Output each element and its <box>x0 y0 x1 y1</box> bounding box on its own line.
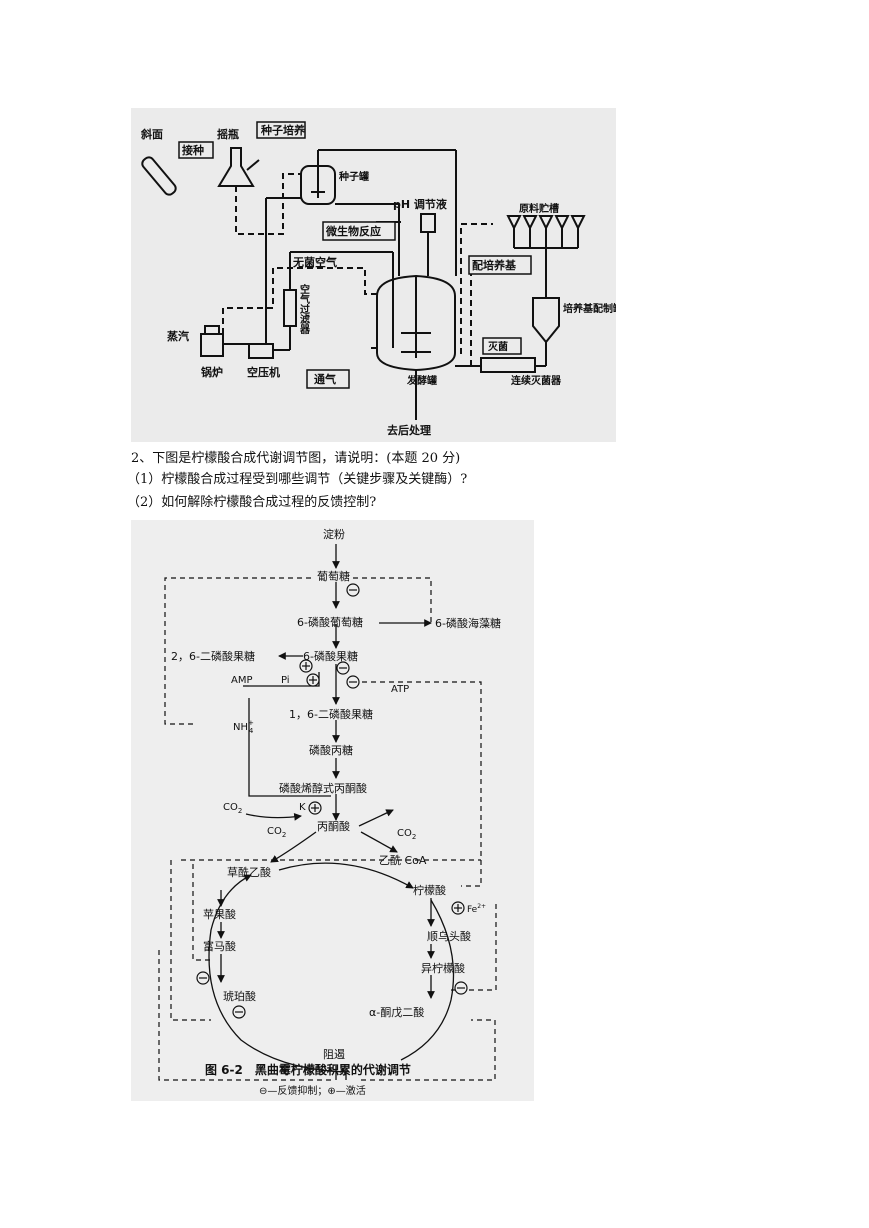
node-g6p: 6-磷酸葡萄糖 <box>297 615 363 629</box>
prep-medium-box <box>468 255 532 275</box>
question-title: 2、下图是柠檬酸合成代谢调节图，请说明：(本题 20 分) <box>131 451 461 466</box>
seed-culture-box <box>256 121 306 139</box>
label-flask: 摇瓶 <box>217 127 239 141</box>
fermentation-process-diagram: 斜面 摇瓶 接种 种子培养 种子罐 pH 调节液 原料贮槽 微生物反应 无菌空气… <box>140 121 623 437</box>
label-boiler: 锅炉 <box>201 365 223 379</box>
figure-legend: ⊖—反馈抑制；⊕—激活 <box>259 1084 366 1097</box>
node-malate: 苹果酸 <box>203 907 236 921</box>
ph-tank-icon <box>420 213 436 233</box>
label-seed-culture: 种子培养 <box>260 123 306 137</box>
node-co2-a: CO2 <box>223 802 242 815</box>
label-post-process: 去后处理 <box>387 423 431 437</box>
label-cont-sterilizer: 连续灭菌器 <box>511 374 562 387</box>
fermenter-tank-icon <box>376 274 456 372</box>
node-aconitate: 顺乌头酸 <box>427 929 471 943</box>
node-co2-c: CO2 <box>397 828 416 841</box>
node-starch: 淀粉 <box>323 527 345 541</box>
label-microbe-reaction: 微生物反应 <box>325 224 381 238</box>
node-atp: ATP <box>391 684 409 695</box>
node-f6p: 6-磷酸果糖 <box>303 649 358 663</box>
flask-icon <box>217 147 255 187</box>
node-f16bp: 1，6-二磷酸果糖 <box>289 707 373 721</box>
label-inoculate: 接种 <box>182 143 204 157</box>
node-pep: 磷酸烯醇式丙酮酸 <box>279 781 367 795</box>
node-t6p: 6-磷酸海藻糖 <box>435 616 501 630</box>
citric-acid-pathway-diagram: 淀粉 葡萄糖 6-磷酸葡萄糖 6-磷酸海藻糖 2，6-二磷酸果糖 6-磷酸果糖 … <box>158 527 501 1097</box>
node-pyruvate: 丙酮酸 <box>317 819 350 833</box>
node-fumarate: 富马酸 <box>203 939 236 953</box>
node-oxaloacetate: 草酰乙酸 <box>227 865 271 879</box>
node-nh4: NH+4 <box>233 719 254 735</box>
citric-acid-regulation-figure: 淀粉 葡萄糖 6-磷酸葡萄糖 6-磷酸海藻糖 2，6-二磷酸果糖 6-磷酸果糖 … <box>131 520 534 1101</box>
fermentation-process-figure: 斜面 摇瓶 接种 种子培养 种子罐 pH 调节液 原料贮槽 微生物反应 无菌空气… <box>131 108 623 442</box>
sterilizer-icon <box>480 357 536 373</box>
node-amp: AMP <box>231 675 253 686</box>
node-fe: Fe2+ <box>467 903 486 915</box>
node-triose: 磷酸丙糖 <box>309 743 353 757</box>
label-slant: 斜面 <box>140 127 163 141</box>
compressor-icon <box>248 343 274 359</box>
node-block: 阻遏 <box>323 1048 345 1061</box>
label-sterile-air: 无菌空气 <box>292 255 337 269</box>
label-fermenter: 发酵罐 <box>406 374 437 387</box>
label-seed-tank: 种子罐 <box>338 170 369 183</box>
label-prep-medium: 配培养基 <box>472 258 517 272</box>
node-isocitrate: 异柠檬酸 <box>421 961 465 975</box>
aeration-box <box>306 369 350 389</box>
node-akg: α-酮戊二酸 <box>369 1005 424 1019</box>
label-steam: 蒸汽 <box>167 329 189 343</box>
inoculate-box <box>178 141 214 159</box>
node-succinate: 琥珀酸 <box>223 989 256 1003</box>
medium-tank-icon <box>532 297 560 344</box>
node-k: K <box>299 802 306 813</box>
label-compressor: 空压机 <box>247 365 280 379</box>
question-sub-2: （2）如何解除柠檬酸合成过程的反馈控制? <box>127 495 377 510</box>
label-medium-tank: 培养基配制罐 <box>563 302 616 315</box>
label-aeration: 通气 <box>314 372 336 386</box>
figure-caption: 图 6-2 黑曲霉柠檬酸积累的代谢调节 <box>205 1062 411 1077</box>
question-sub-1: （1）柠檬酸合成过程受到哪些调节（关键步骤及关键酶）? <box>127 472 468 487</box>
air-filter-icon <box>283 289 297 327</box>
node-co2-b: CO2 <box>267 826 286 839</box>
sterilize-box <box>482 337 522 355</box>
node-citrate: 柠檬酸 <box>413 883 446 897</box>
node-acetylcoa: 乙酰 CoA <box>379 853 427 867</box>
node-f26bp: 2，6-二磷酸果糖 <box>171 649 255 663</box>
microbe-reaction-box <box>322 221 396 241</box>
node-pi: Pi <box>281 675 290 686</box>
node-glucose: 葡萄糖 <box>317 569 350 583</box>
label-raw-tanks: 原料贮槽 <box>519 202 559 215</box>
boiler-icon <box>200 325 224 357</box>
raw-hopper-icons <box>506 215 586 231</box>
label-sterilize: 灭菌 <box>487 340 508 353</box>
label-air-filter: 空气过滤器 <box>298 283 311 335</box>
label-ph-solution: pH 调节液 <box>393 197 448 211</box>
slant-tube-icon <box>141 156 177 196</box>
